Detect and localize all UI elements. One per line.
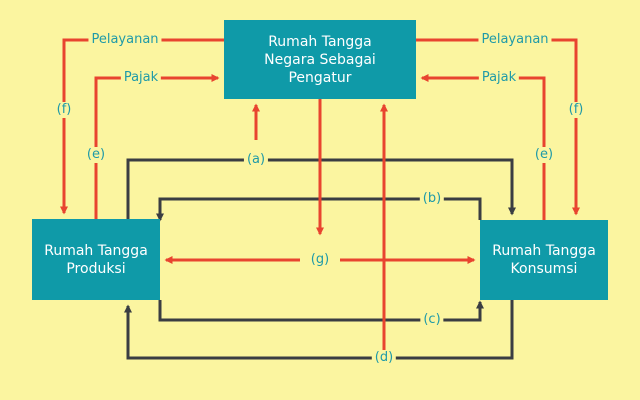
service-right-arrow	[416, 38, 580, 216]
flow-e-right-label: (e)	[531, 147, 557, 163]
flow-d-label: (d)	[371, 350, 397, 366]
tax-right-label: Pajak	[478, 70, 520, 86]
flow-d-arrow	[124, 300, 514, 360]
service-left-arrow	[60, 38, 224, 215]
flow-f-left-label: (f)	[53, 102, 75, 118]
production-household-box: Rumah Tangga Produksi	[32, 219, 160, 300]
flow-e-left-label: (e)	[83, 147, 109, 163]
consumption-household-box: Rumah Tangga Konsumsi	[480, 220, 608, 300]
flow-c-arrow	[158, 300, 484, 322]
flow-a-label: (a)	[243, 152, 269, 168]
tax-left-arrow	[94, 74, 220, 219]
government-household-box: Rumah Tangga Negara Sebagai Pengatur	[224, 20, 416, 99]
tax-right-arrow	[420, 74, 546, 220]
flow-c-label: (c)	[420, 312, 444, 328]
service-left-label: Pelayanan	[88, 32, 162, 48]
service-right-label: Pelayanan	[478, 32, 552, 48]
flow-g-label: (g)	[307, 252, 333, 268]
flow-b-label: (b)	[419, 191, 445, 207]
flow-f-right-label: (f)	[565, 102, 587, 118]
tax-left-label: Pajak	[120, 70, 162, 86]
